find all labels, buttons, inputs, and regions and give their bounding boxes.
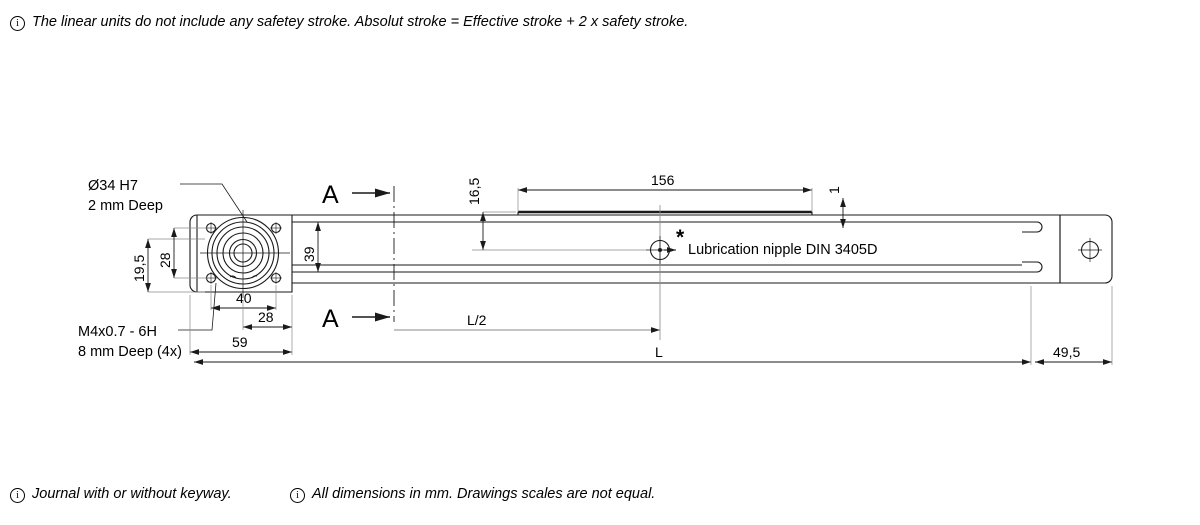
section-letter-top: A [322,181,339,209]
info-circle-icon [290,488,305,503]
dimension-49-5-text: 49,5 [1053,344,1080,360]
dimension-16-5-text: 16,5 [466,178,482,205]
dimension-l: L [194,344,1031,365]
lubrication-label: Lubrication nipple DIN 3405D [688,242,877,258]
thread-label-line1: M4x0.7 - 6H [78,324,157,340]
info-circle-icon [10,488,25,503]
dimension-28-horizontal-text: 28 [258,309,274,325]
note-bottom-right: All dimensions in mm. Drawings scales ar… [290,487,655,503]
slot-lower [1022,261,1043,273]
dimension-19-5-text: 19,5 [131,255,147,282]
dimension-28-vertical: 28 [157,227,207,279]
slot-upper [1022,221,1043,233]
dimension-l-half-text: L/2 [467,312,487,328]
bore-label-line1: Ø34 H7 [88,178,138,194]
dimension-40: 40 [210,285,277,311]
dimension-40-text: 40 [236,290,252,306]
mounting-hole-marks [205,222,282,284]
dimension-156-text: 156 [651,172,675,188]
dimension-39-text: 39 [301,246,317,262]
thread-label-line2: 8 mm Deep (4x) [78,344,182,360]
lubrication-nipple-center-dot [658,248,662,252]
dimension-1: 1 [826,186,846,228]
dimension-59-text: 59 [232,334,248,350]
note-bottom-left-text: Journal with or without keyway. [32,486,232,502]
section-letter-bottom: A [322,305,339,333]
note-bottom-right-text: All dimensions in mm. Drawings scales ar… [312,486,656,502]
info-circle-icon [10,16,25,31]
thread-leader [178,282,217,331]
bore-detail-marks [229,275,258,279]
dimension-l-half: L/2 [394,312,660,333]
linear-unit-body [189,210,1113,293]
dimension-l-text: L [655,344,663,360]
dimension-49-5: 49,5 [1030,286,1113,365]
dimension-16-5: 16,5 [466,178,516,250]
bore-leader [180,183,248,223]
bore-centerlines [200,210,290,298]
dimension-156: 156 [517,172,813,212]
dimension-59: 59 [189,295,293,355]
dimension-28-vertical-text: 28 [157,252,173,268]
lubrication-star: * [676,226,685,249]
note-top: The linear units do not include any safe… [10,15,688,31]
leader-lines [178,183,248,331]
dimension-28-horizontal: 28 [242,300,292,330]
bore-label-line2: 2 mm Deep [88,198,163,214]
dimension-39: 39 [301,222,321,272]
note-top-text: The linear units do not include any safe… [32,14,689,30]
note-bottom-left: Journal with or without keyway. [10,487,232,503]
dimension-1-text: 1 [826,186,842,194]
end-plate-hole-crosshair [1078,238,1102,262]
end-plate [1059,214,1113,284]
